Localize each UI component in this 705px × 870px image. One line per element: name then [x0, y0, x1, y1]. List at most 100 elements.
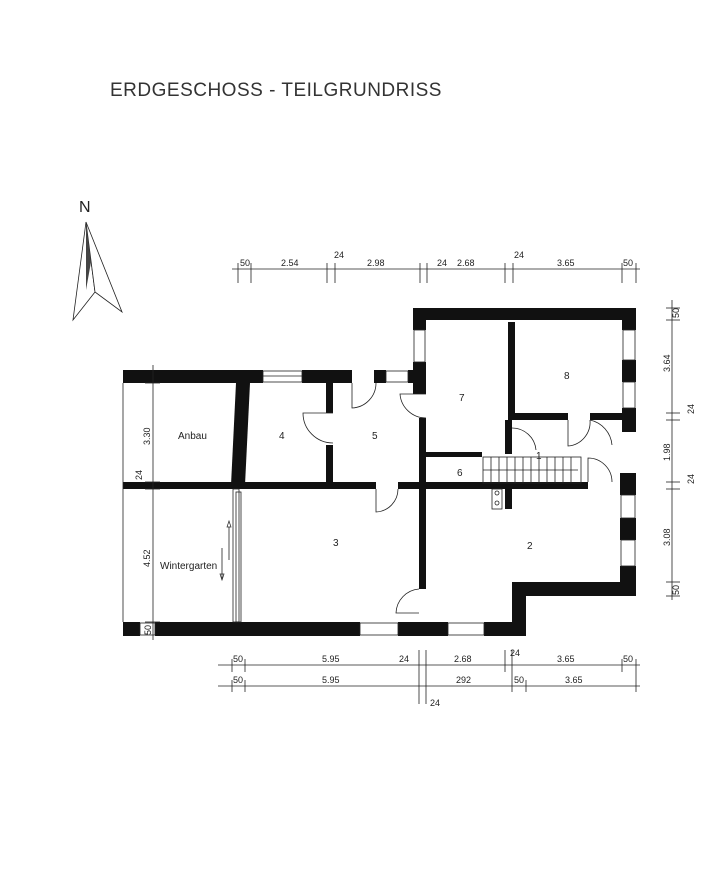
wall-east-b	[622, 360, 636, 382]
dim-left-4: 50	[143, 625, 153, 635]
dim-bottom2-1: 50	[233, 675, 243, 685]
north-arrow: N	[72, 199, 123, 322]
dim-top-7: 24	[514, 250, 524, 260]
wall-4-5-a	[326, 383, 333, 413]
dim-bottom2-6: 24	[430, 698, 440, 708]
dim-right-2: 3.64	[662, 354, 672, 372]
dim-top-2: 2.54	[281, 258, 299, 268]
dimension-lines	[145, 263, 680, 704]
dim-top-9: 50	[623, 258, 633, 268]
dim-bottom2-3: 292	[456, 675, 471, 685]
dim-right-3: 24	[686, 404, 696, 414]
room-4-label: 4	[279, 431, 285, 442]
dim-bottom2-5: 3.65	[565, 675, 583, 685]
wall-north-top	[413, 308, 636, 320]
dim-top-3: 24	[334, 250, 344, 260]
room-6-label: 6	[457, 468, 463, 479]
north-label: N	[79, 199, 91, 216]
room-2-label: 2	[527, 541, 533, 552]
wall-room2-stub	[505, 489, 512, 509]
windows	[139, 329, 636, 636]
wall-room8-west	[508, 322, 515, 418]
room-8-label: 8	[564, 371, 570, 382]
wall-south-d	[484, 622, 526, 636]
wall-south-c	[398, 622, 448, 636]
dims-right: 50 3.64 24 1.98 24 3.08 50	[662, 308, 696, 595]
door-room3-top	[375, 488, 399, 513]
window-south-a	[359, 622, 399, 636]
dims-bottom-1: 50 5.95 24 2.68 24 3.65 50	[233, 648, 633, 664]
dim-bottom2-4: 50	[514, 675, 524, 685]
door-east-b	[587, 457, 613, 483]
window-room7	[413, 329, 426, 363]
wall-west-top-c	[374, 370, 386, 383]
window-east-b	[622, 381, 636, 409]
dim-bottom1-5: 24	[510, 648, 520, 658]
dim-top-1: 50	[240, 258, 250, 268]
room-5-label: 5	[372, 431, 378, 442]
window-room4	[262, 370, 303, 383]
dim-bottom1-4: 2.68	[454, 654, 472, 664]
door-room4	[302, 412, 334, 444]
wall-east-c	[622, 408, 636, 432]
dim-top-5: 24	[437, 258, 447, 268]
door-room3-bottom	[395, 588, 420, 614]
chimney	[491, 488, 503, 510]
wall-room6-top	[426, 452, 482, 457]
wall-4-5-b	[326, 445, 333, 483]
wall-south-b	[155, 622, 360, 636]
door-room7	[399, 393, 427, 419]
room-1-label: 1	[536, 451, 542, 462]
wall-south-a	[123, 622, 140, 636]
dim-bottom2-2: 5.95	[322, 675, 340, 685]
room-7-label: 7	[459, 393, 465, 404]
wall-room8-south-a	[508, 413, 568, 420]
wall-east-d	[620, 473, 636, 495]
room-labels: 1 2 3 4 5 6 7 8 Anbau Wintergarten	[160, 371, 570, 572]
dim-right-5: 24	[686, 474, 696, 484]
wall-east-e	[620, 518, 636, 540]
dim-right-1: 50	[671, 308, 681, 318]
window-east-c	[620, 494, 636, 519]
door-room5	[351, 382, 377, 409]
dim-bottom1-2: 5.95	[322, 654, 340, 664]
window-east-d	[620, 539, 636, 567]
room-anbau-label: Anbau	[178, 431, 207, 442]
wall-southeast	[512, 582, 636, 596]
dim-bottom1-1: 50	[233, 654, 243, 664]
dims-bottom-2: 50 5.95 292 50 3.65 24	[233, 675, 583, 708]
room-wintergarten-label: Wintergarten	[160, 561, 217, 572]
wall-stair-west	[505, 420, 512, 454]
wall-north-left-a	[413, 308, 426, 330]
wall-middle-a	[123, 482, 376, 489]
dim-bottom1-3: 24	[399, 654, 409, 664]
door-room8	[567, 419, 591, 447]
wall-anbau-east	[231, 383, 250, 485]
dim-right-7: 50	[671, 585, 681, 595]
stair	[482, 456, 582, 510]
wintergarten-slider	[219, 488, 242, 623]
dim-top-8: 3.65	[557, 258, 575, 268]
wall-west-top-b	[302, 370, 352, 383]
dims-top: 50 2.54 24 2.98 24 2.68 24 3.65 50	[240, 250, 633, 268]
north-arrow-right-icon	[85, 221, 123, 314]
dim-left-3: 4.52	[142, 549, 152, 567]
dim-top-6: 2.68	[457, 258, 475, 268]
north-arrow-fill-icon	[86, 222, 91, 290]
door-east-a	[589, 419, 613, 446]
window-south-c	[139, 622, 156, 636]
wall-middle-b	[398, 482, 588, 489]
dim-left-1: 3.30	[142, 427, 152, 445]
dim-left-2: 24	[134, 470, 144, 480]
plan-title: ERDGESCHOSS - TEILGRUNDRISS	[110, 80, 442, 101]
wall-west-top-d	[408, 370, 426, 383]
walls	[122, 308, 636, 636]
dims-left: 3.30 24 4.52 50	[134, 427, 153, 635]
window-east-a	[622, 329, 636, 361]
window-room5	[385, 370, 409, 383]
wall-room8-south-b	[590, 413, 624, 420]
room-3-label: 3	[333, 538, 339, 549]
dim-right-6: 3.08	[662, 528, 672, 546]
wall-5-7	[419, 418, 426, 484]
